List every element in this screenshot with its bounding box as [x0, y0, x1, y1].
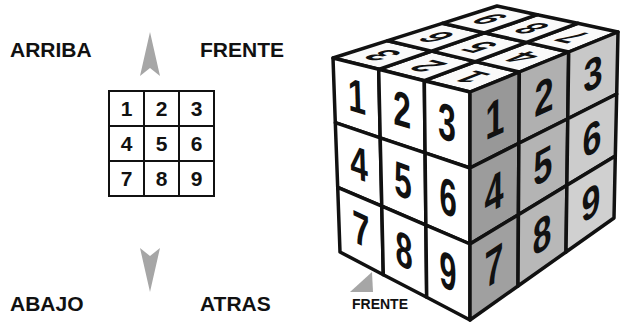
direction-label: ABAJO: [10, 292, 84, 316]
cube-facelet: [518, 185, 567, 286]
direction-label: FRENTE: [200, 38, 284, 62]
up-arrow: [140, 32, 160, 76]
face-number: 6: [572, 103, 611, 174]
cube-facelet: [426, 225, 470, 320]
cell-number: 6: [191, 133, 203, 154]
direction-label: ATRAS: [200, 292, 271, 316]
cell-number: 5: [156, 133, 168, 154]
direction-label: ARRIBA: [10, 38, 92, 62]
face-number: 5: [385, 146, 421, 214]
cell-number: 7: [121, 168, 133, 189]
grid-cell: 4: [108, 125, 145, 162]
cell-number: 1: [121, 98, 133, 119]
face-number: 9: [431, 235, 465, 309]
face-number: 7: [475, 225, 513, 307]
front-pointer: [350, 272, 373, 292]
grid-cell: 3: [178, 90, 215, 127]
grid-cell: 2: [143, 90, 180, 127]
face-number: 3: [573, 40, 612, 108]
cell-number: 4: [121, 133, 133, 154]
face-number: 8: [387, 215, 422, 286]
face-number: 5: [524, 128, 562, 203]
cell-number: 9: [191, 168, 203, 189]
grid-cell: 5: [143, 125, 180, 162]
grid-cell: 6: [178, 125, 215, 162]
face-number: 1: [475, 81, 513, 156]
grid-cell: 7: [108, 160, 145, 197]
face-number: 2: [384, 78, 420, 143]
face-number: 3: [430, 89, 466, 157]
face-number: 4: [341, 131, 377, 196]
cube-drawing: [333, 6, 618, 320]
cell-number: 8: [156, 168, 168, 189]
face-number: 2: [524, 61, 563, 132]
cube-facelet: [338, 187, 384, 274]
grid-cell: 8: [143, 160, 180, 197]
face-number: 9: [571, 165, 609, 240]
face-number: 6: [430, 162, 465, 233]
face-number: 4: [475, 153, 513, 232]
grid-cell: 9: [178, 160, 215, 197]
grid-cell: 1: [108, 90, 145, 127]
down-arrow: [140, 248, 160, 292]
face-number: 7: [343, 196, 379, 264]
cube-facelet: [470, 215, 518, 320]
cell-number: 2: [156, 98, 168, 119]
face-number: 1: [338, 66, 375, 128]
cell-number: 3: [191, 98, 203, 119]
face-number: 8: [523, 195, 561, 274]
cube-facelet: [566, 156, 615, 252]
cube-facelet: [382, 206, 427, 297]
front-label: FRENTE: [352, 296, 408, 312]
